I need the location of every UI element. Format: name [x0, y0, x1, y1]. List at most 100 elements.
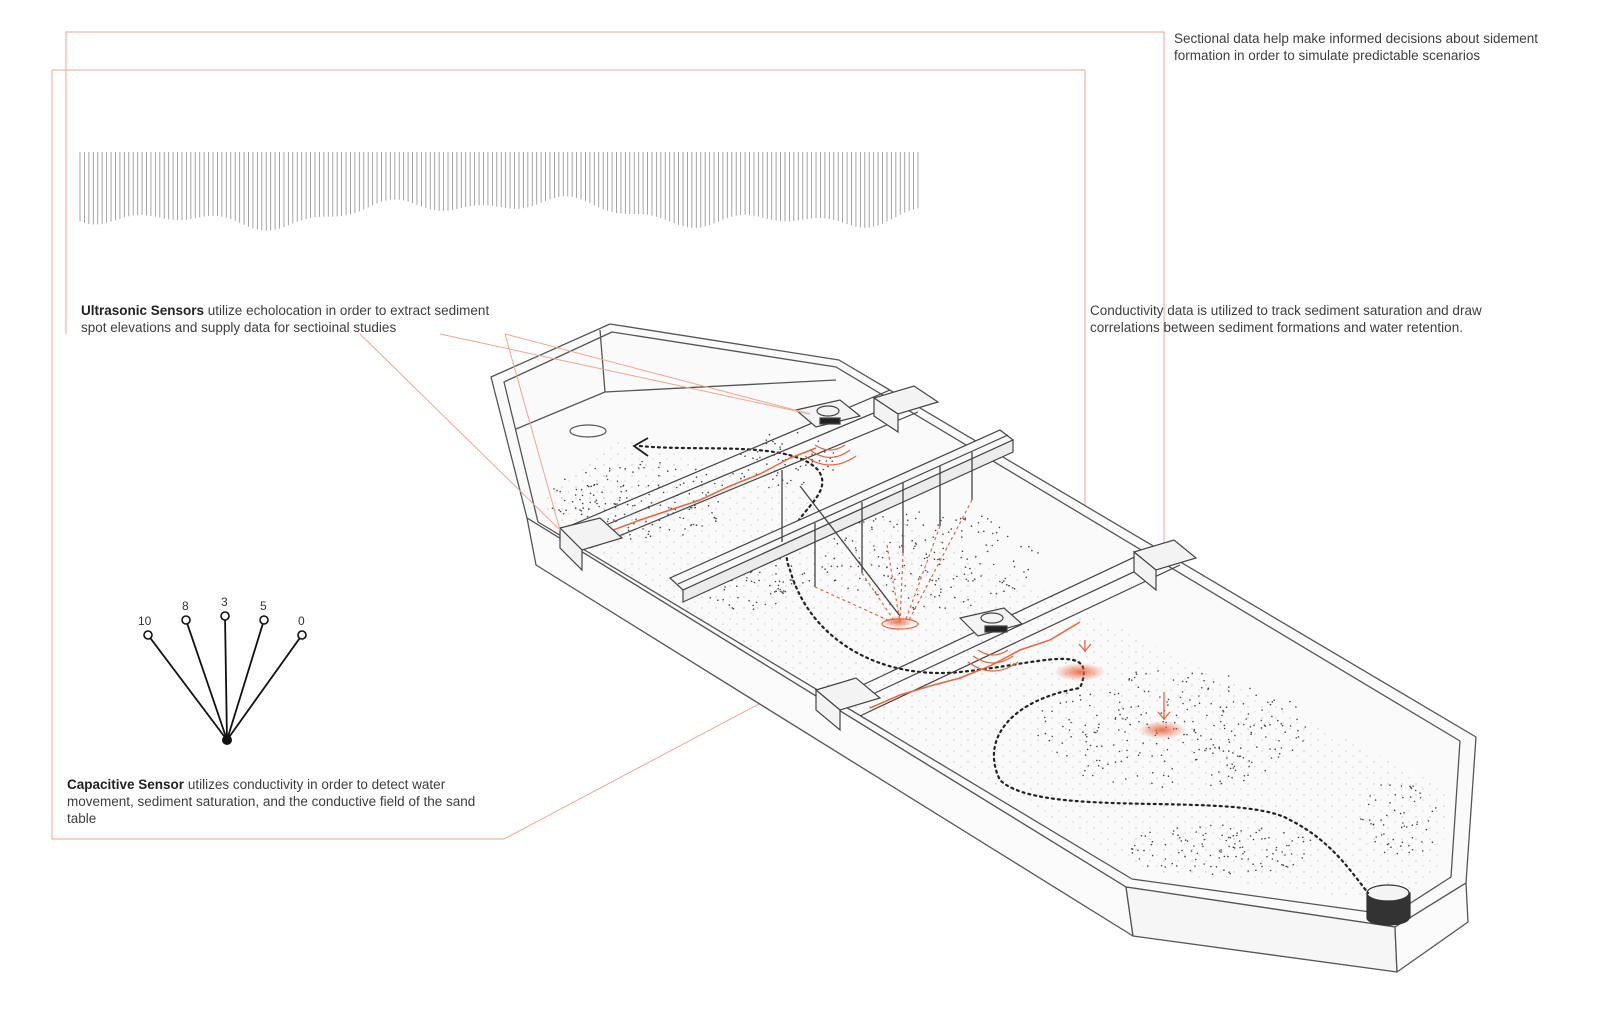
sediment-dot — [851, 540, 854, 542]
sediment-dot — [1219, 720, 1222, 723]
sediment-dot — [1372, 824, 1375, 826]
sediment-dot — [1185, 680, 1188, 683]
sediment-dot — [914, 542, 917, 544]
sediment-dot — [1013, 588, 1016, 590]
sediment-dot — [630, 538, 632, 540]
sediment-dot — [1225, 706, 1228, 708]
sediment-dot — [1226, 764, 1228, 766]
sediment-dot — [1183, 720, 1186, 723]
sediment-dot — [918, 576, 921, 578]
sediment-profile-lines — [599, 447, 1081, 709]
sediment-dot — [1001, 581, 1004, 584]
sediment-dot — [1225, 839, 1227, 842]
sediment-dot — [642, 528, 644, 530]
sediment-dot — [803, 481, 805, 484]
moisture-glow-3 — [882, 616, 914, 628]
sediment-dot — [942, 558, 945, 561]
sediment-dot — [1255, 869, 1257, 872]
sediment-dot — [1056, 751, 1058, 754]
sediment-dot — [938, 563, 941, 566]
sediment-dot — [670, 507, 673, 510]
sediment-dot — [695, 468, 697, 471]
sediment-dot — [747, 469, 750, 471]
sediment-dot — [679, 516, 681, 519]
probe-value-label: 3 — [221, 595, 228, 609]
sediment-dot — [1304, 726, 1307, 728]
sediment-dot — [604, 502, 607, 505]
sediment-dot — [674, 468, 677, 471]
sediment-dot — [1380, 784, 1382, 786]
sediment-dot — [1261, 709, 1263, 711]
sediment-dot — [954, 596, 956, 599]
sediment-dot — [1101, 745, 1103, 748]
sediment-dot — [1411, 824, 1414, 826]
sediment-dot — [724, 586, 726, 588]
sediment-dot — [1193, 845, 1195, 847]
sediment-dot — [1129, 723, 1131, 726]
sediment-dot — [855, 549, 857, 552]
sediment-dot — [1285, 865, 1288, 868]
sediment-dot — [1031, 549, 1033, 552]
sediment-dot — [1167, 775, 1170, 777]
sediment-dot — [889, 520, 891, 523]
sediment-dot — [1228, 690, 1230, 692]
sediment-dot — [1192, 720, 1194, 723]
sediment-dot — [1278, 752, 1281, 755]
sediment-dot — [1184, 855, 1186, 858]
sediment-dot — [850, 565, 852, 568]
sediment-dot — [1149, 831, 1151, 834]
sediment-dot — [1277, 756, 1280, 758]
sediment-dot — [586, 484, 589, 487]
sediment-dot — [859, 577, 861, 580]
sediment-dot — [620, 486, 622, 488]
sediment-dot — [1286, 866, 1289, 868]
sediment-dot — [1309, 839, 1312, 841]
sediment-dot — [1229, 828, 1232, 830]
sediment-dot — [1214, 746, 1216, 749]
sediment-dot — [1242, 757, 1245, 759]
sediment-dot — [824, 555, 827, 557]
sediment-dot — [658, 466, 660, 469]
sediment-dot — [752, 608, 755, 610]
sediment-dot — [1253, 724, 1255, 726]
sediment-dot — [1124, 718, 1127, 721]
sediment-dot — [1414, 789, 1417, 792]
sediment-dot — [1236, 834, 1238, 837]
sediment-dot — [715, 520, 717, 522]
sediment-dot — [824, 451, 826, 453]
sediment-dot — [1218, 857, 1220, 859]
sediment-dot — [676, 486, 678, 489]
sediment-dot — [1145, 712, 1148, 714]
sediment-dot — [759, 571, 761, 574]
sediment-dot — [1258, 829, 1261, 832]
sediment-dot — [1211, 873, 1214, 875]
sediment-dot — [1402, 822, 1404, 824]
sediment-dot — [1172, 679, 1175, 681]
sediment-dot — [854, 547, 857, 549]
sediment-dot — [1390, 846, 1392, 848]
sediment-dot — [780, 590, 782, 593]
sediment-dot — [1245, 718, 1247, 720]
sediment-dot — [1131, 848, 1134, 850]
sediment-dot — [641, 460, 643, 463]
sediment-dot — [1227, 775, 1230, 778]
sediment-dot — [1247, 870, 1249, 872]
sediment-dot — [896, 567, 899, 570]
sediment-dot — [914, 545, 916, 547]
sediment-dot — [1271, 701, 1274, 703]
sediment-dot — [1281, 863, 1283, 866]
sediment-dot — [775, 602, 777, 605]
sediment-dot — [980, 575, 982, 577]
sediment-dot — [1084, 754, 1087, 756]
sediment-dot — [1180, 840, 1183, 842]
sediment-dot — [1232, 701, 1235, 703]
sediment-dot — [1051, 710, 1053, 713]
sediment-dot — [990, 521, 992, 523]
sediment-dot — [753, 581, 756, 584]
sediment-dot — [643, 466, 645, 469]
sediment-dot — [1140, 835, 1143, 837]
sediment-dot — [1296, 718, 1298, 721]
sediment-dot — [1122, 708, 1124, 710]
sediment-dot — [640, 500, 643, 502]
sediment-dot — [645, 536, 647, 539]
